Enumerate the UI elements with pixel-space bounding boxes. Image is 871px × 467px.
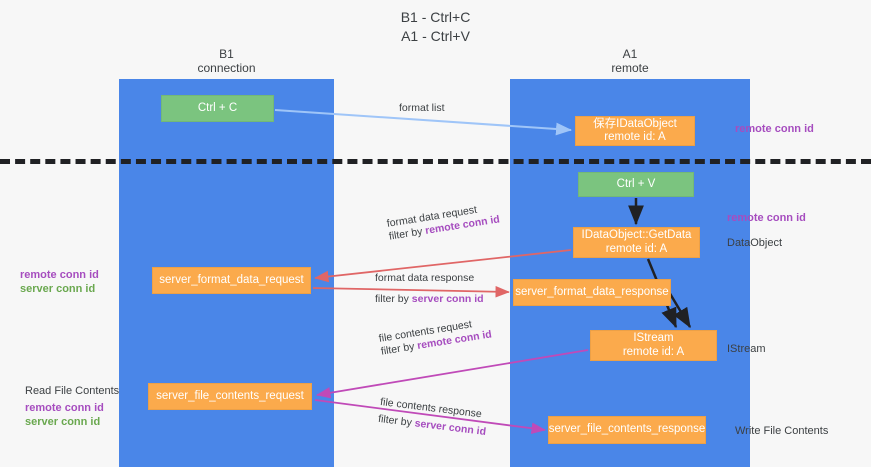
box-server-format-data-response-label: server_format_data_response — [515, 285, 669, 298]
box-istream[interactable]: IStream remote id: A — [590, 330, 717, 361]
box-istream-line1: IStream — [633, 332, 674, 344]
annotation-write-file-contents: Write File Contents — [735, 425, 829, 437]
annotation-left-bottom-conn-ids: remote conn id server conn id — [25, 402, 104, 428]
annotation-istream: IStream — [727, 343, 766, 355]
edge-label-format-data-response: format data response filter by server co… — [375, 272, 484, 305]
box-server-file-contents-request[interactable]: server_file_contents_request — [148, 383, 312, 410]
annotation-left-mid-conn-ids: remote conn id server conn id — [20, 269, 99, 295]
box-server-file-contents-response[interactable]: server_file_contents_response — [548, 416, 706, 444]
section-divider — [0, 159, 871, 164]
title-line-1: B1 - Ctrl+C — [400, 9, 471, 25]
annotation-read-file-contents: Read File Contents — [25, 385, 120, 397]
box-istream-line2: remote id: A — [622, 345, 685, 358]
lane-b1-sub: connection — [197, 61, 256, 75]
box-server-format-data-request-label: server_format_data_request — [159, 273, 304, 286]
lane-header-b1: B1 connection — [119, 47, 334, 75]
annotation-remote-conn-id-top: remote conn id — [735, 123, 814, 135]
box-ctrl-c-label: Ctrl + C — [197, 101, 238, 114]
box-server-format-data-response[interactable]: server_format_data_response — [513, 279, 671, 306]
box-server-file-contents-response-label: server_file_contents_response — [548, 423, 706, 436]
annotation-remote-conn-id-mid: remote conn id — [727, 212, 806, 224]
box-server-format-data-request[interactable]: server_format_data_request — [152, 267, 311, 294]
box-ctrl-c[interactable]: Ctrl + C — [161, 95, 274, 122]
box-server-file-contents-request-label: server_file_contents_request — [156, 389, 304, 402]
box-getdata-line2: remote id: A — [605, 242, 668, 255]
box-ctrl-v[interactable]: Ctrl + V — [578, 172, 694, 197]
annotation-dataobject: DataObject — [727, 237, 783, 249]
box-save-idataobject[interactable]: 保存IDataObject remote id: A — [575, 116, 695, 146]
edge-label-format-data-response-filter: filter by server conn id — [375, 293, 484, 305]
lane-b1-name: B1 — [219, 47, 234, 61]
title-line-2: A1 - Ctrl+V — [401, 28, 470, 44]
box-getdata-line1: IDataObject::GetData — [581, 229, 692, 241]
box-save-idataobject-line1: 保存IDataObject — [593, 117, 677, 130]
box-save-idataobject-line2: remote id: A — [604, 131, 666, 143]
box-ctrl-v-label: Ctrl + V — [616, 177, 656, 190]
lane-a1-name: A1 — [622, 47, 638, 61]
lane-header-a1: A1 remote — [510, 47, 750, 75]
lane-a1-sub: remote — [611, 61, 649, 75]
box-idataobject-getdata[interactable]: IDataObject::GetData remote id: A — [573, 227, 700, 258]
edge-label-format-list: format list — [399, 102, 445, 114]
page-title: B1 - Ctrl+C A1 - Ctrl+V — [0, 8, 871, 46]
